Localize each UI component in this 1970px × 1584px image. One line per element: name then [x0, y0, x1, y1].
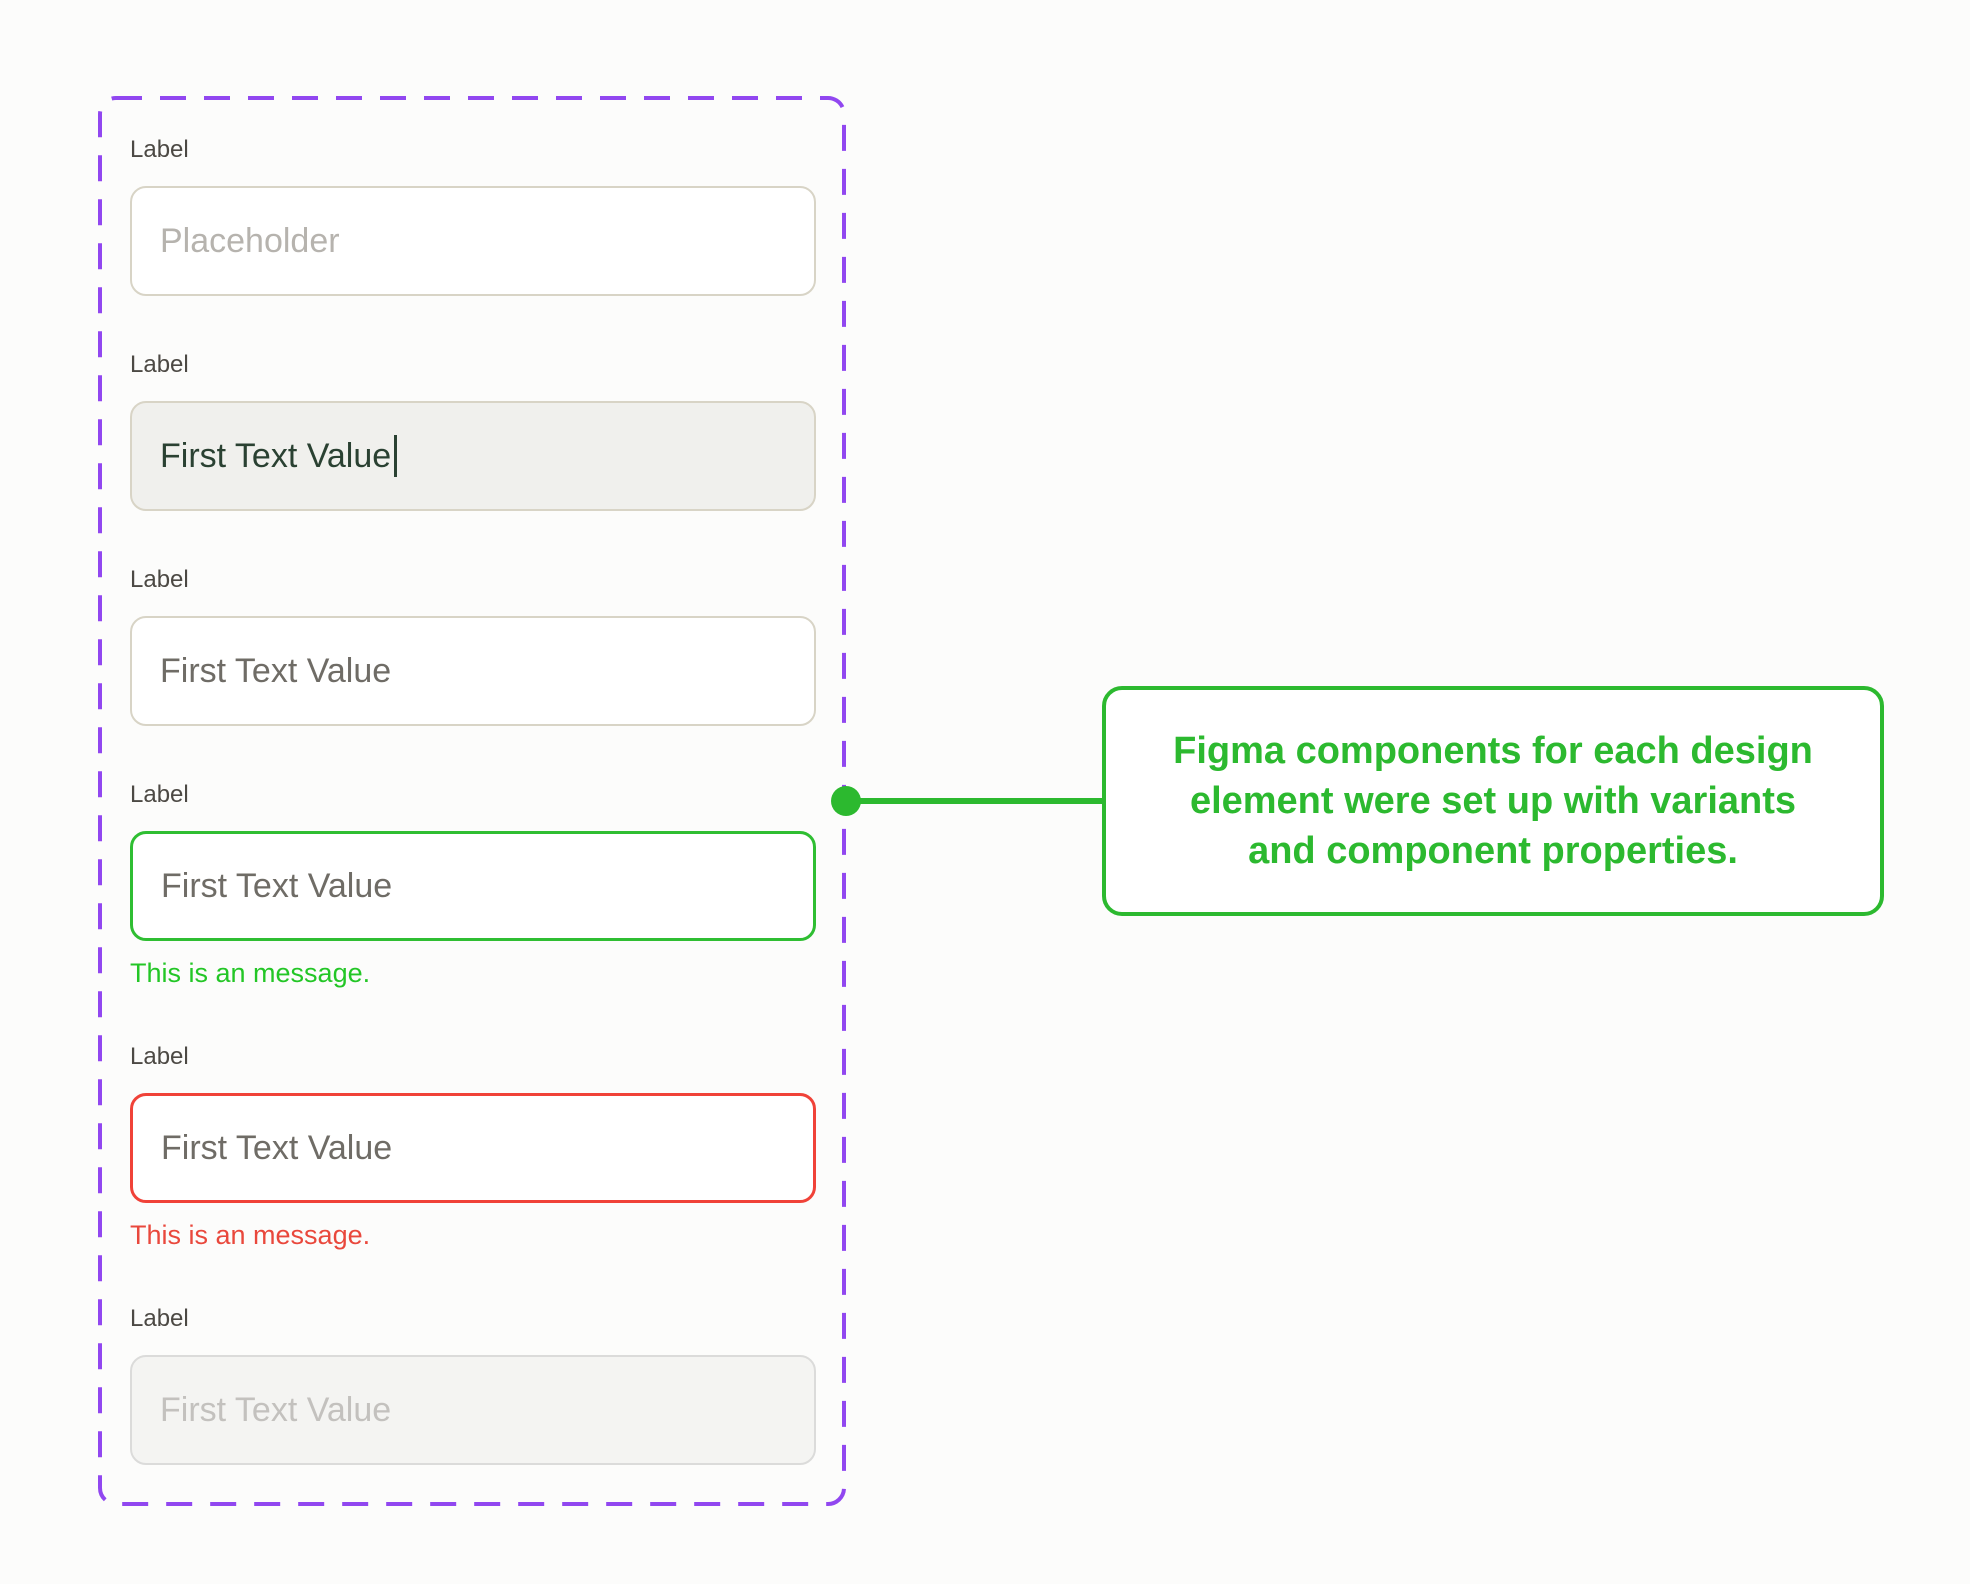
text-field-group-empty: Label Placeholder	[130, 136, 816, 296]
callout-connector-line	[846, 798, 1104, 804]
text-input-filled[interactable]: First Text Value	[130, 616, 816, 726]
field-label: Label	[130, 781, 189, 808]
field-label: Label	[130, 1043, 189, 1070]
callout-text: Figma components for each design element…	[1173, 730, 1813, 872]
text-input-empty[interactable]: Placeholder	[130, 186, 816, 296]
text-input-focused[interactable]: First Text Value	[130, 401, 816, 511]
success-message: This is an message.	[130, 958, 371, 988]
text-input-success[interactable]: First Text Value	[130, 831, 816, 941]
input-value: First Text Value	[160, 436, 392, 475]
field-label: Label	[130, 566, 189, 593]
component-variants-frame: Label Placeholder Label First Text Value…	[98, 96, 846, 1506]
text-field-group-focused: Label First Text Value	[130, 351, 816, 511]
input-value: First Text Value	[161, 1128, 393, 1167]
callout-connector-dot	[831, 786, 861, 816]
text-field-group-disabled: Label First Text Value	[130, 1305, 816, 1465]
text-field-group-error: Label First Text Value This is an messag…	[130, 1043, 816, 1250]
field-label: Label	[130, 351, 189, 378]
error-message: This is an message.	[130, 1220, 371, 1250]
callout-box: Figma components for each design element…	[1102, 686, 1884, 916]
text-field-group-filled: Label First Text Value	[130, 566, 816, 726]
text-input-error[interactable]: First Text Value	[130, 1093, 816, 1203]
input-value: First Text Value	[160, 1390, 392, 1429]
field-label: Label	[130, 1305, 189, 1332]
text-input-disabled: First Text Value	[130, 1355, 816, 1465]
input-placeholder: Placeholder	[160, 221, 340, 260]
text-cursor	[394, 435, 398, 477]
input-value: First Text Value	[160, 651, 392, 690]
text-field-group-success: Label First Text Value This is an messag…	[130, 781, 816, 988]
input-value: First Text Value	[161, 866, 393, 905]
field-label: Label	[130, 136, 189, 163]
